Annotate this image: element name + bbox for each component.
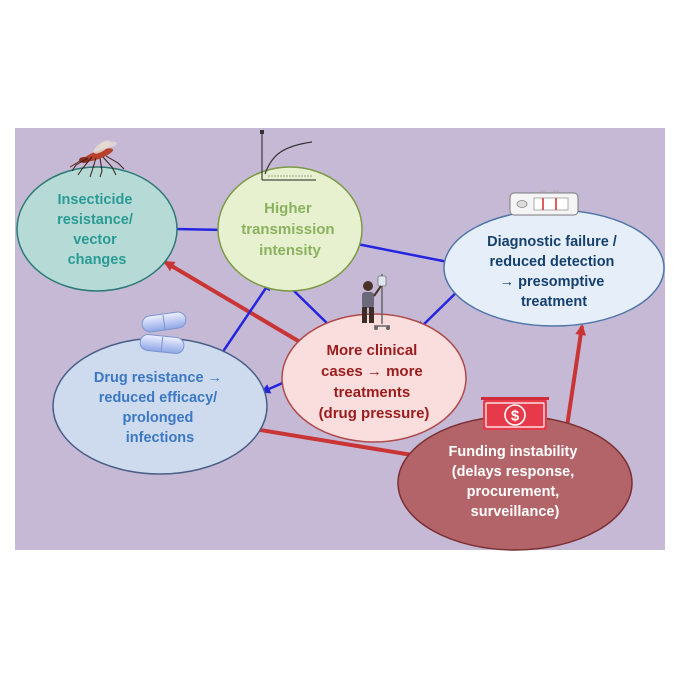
money-symbol: $: [511, 408, 520, 425]
node-higher-transmission: Higher transmission intensity: [217, 166, 363, 292]
node-shape: [52, 337, 268, 475]
mosquito-icon: [69, 140, 125, 178]
arrow-diagnostic-to-transmission: [350, 239, 449, 264]
arrow-funding-to-drug: [246, 424, 413, 457]
node-label: Funding instability (delays response, pr…: [449, 444, 582, 520]
node-more-clinical-cases: More clinical cases → more treatments (d…: [281, 313, 467, 443]
node-label: Higher transmission intensity: [241, 200, 339, 259]
node-label: Drug resistance → reduced efficacy/ prol…: [94, 370, 226, 446]
patient-iv-icon: [362, 274, 390, 330]
node-shape: [16, 166, 178, 292]
arrow-funding-to-diagnostic: [563, 324, 587, 441]
node-label: Insecticide resistance/ vector changes: [57, 192, 137, 268]
node-shape: [397, 415, 633, 551]
money-icon: $: [481, 397, 549, 430]
node-drug-resistance: Drug resistance → reduced efficacy/ prol…: [52, 337, 268, 475]
node-shape: [217, 166, 363, 292]
node-label: More clinical cases → more treatments (d…: [319, 342, 430, 422]
node-label: Diagnostic failure / reduced detection →…: [487, 234, 621, 310]
pills-icon: [139, 311, 187, 354]
transmission-graph-icon: [260, 130, 316, 181]
node-insecticide-resistance: Insecticide resistance/ vector changes: [16, 166, 178, 292]
arrow-clinical-to-insecticide: [163, 260, 302, 344]
node-funding-instability: Funding instability (delays response, pr…: [397, 415, 633, 551]
rapid-diagnostic-test-icon: [509, 190, 579, 216]
node-diagnostic-failure: Diagnostic failure / reduced detection →…: [443, 209, 665, 327]
arrow-drug-to-transmission: [218, 280, 272, 357]
